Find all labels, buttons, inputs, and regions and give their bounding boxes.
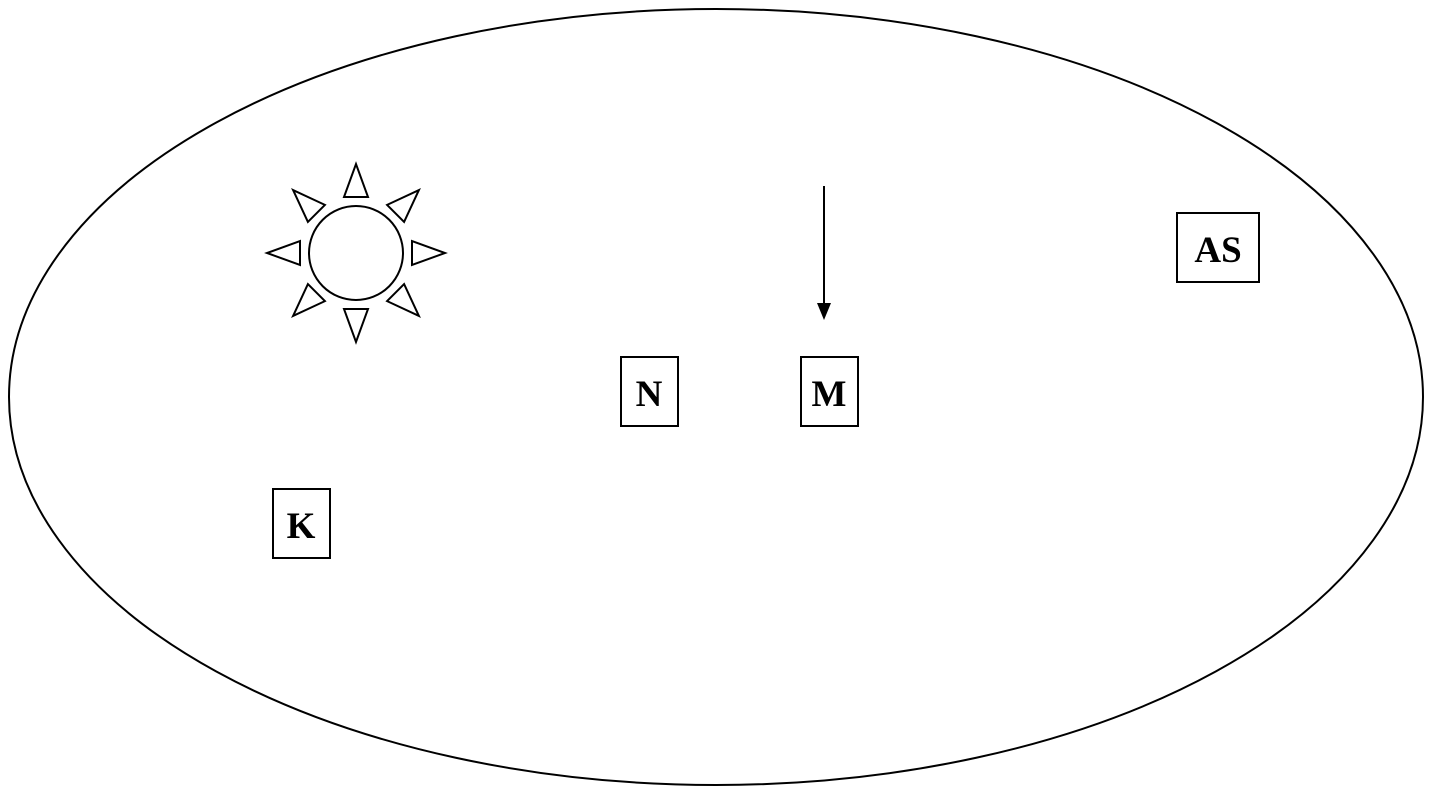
box-n: N bbox=[620, 356, 679, 427]
box-as-label: AS bbox=[1194, 230, 1241, 271]
arrow-down-icon bbox=[817, 186, 831, 320]
sun-ray bbox=[291, 188, 327, 224]
sun-core bbox=[308, 205, 404, 301]
sun-ray bbox=[411, 239, 448, 267]
sun-ray bbox=[385, 188, 421, 224]
box-n-frame bbox=[620, 356, 679, 427]
box-m-label: M bbox=[812, 374, 847, 415]
box-as: AS bbox=[1176, 212, 1260, 283]
box-n-label: N bbox=[636, 374, 663, 415]
box-k: K bbox=[272, 488, 331, 559]
sun-ray bbox=[385, 282, 421, 318]
arrow-head bbox=[817, 303, 831, 320]
sun-ray bbox=[291, 282, 327, 318]
sun-rays bbox=[264, 161, 448, 345]
sun-ray bbox=[342, 308, 370, 345]
box-k-frame bbox=[272, 488, 331, 559]
sun-ray bbox=[264, 239, 301, 267]
box-m-frame bbox=[800, 356, 859, 427]
sun-ray bbox=[342, 161, 370, 198]
sun-icon bbox=[264, 161, 448, 345]
box-as-frame bbox=[1176, 212, 1260, 283]
box-m: M bbox=[800, 356, 859, 427]
boundary-ellipse bbox=[8, 8, 1424, 786]
box-k-label: K bbox=[287, 506, 316, 547]
